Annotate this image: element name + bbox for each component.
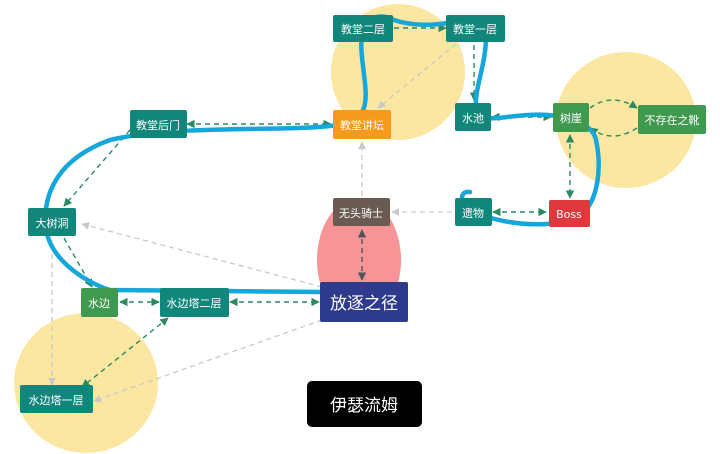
- node-pool[interactable]: 水池: [455, 103, 491, 131]
- edge-church1-to-pulpit: [377, 43, 457, 109]
- node-church-backdoor[interactable]: 教堂后门: [130, 110, 187, 138]
- edge-backdoor-cave: [63, 129, 131, 207]
- node-label: 教堂二层: [341, 23, 385, 36]
- node-label: 水边塔二层: [167, 297, 222, 310]
- node-church-1f[interactable]: 教堂一层: [446, 15, 505, 42]
- zone-treecliff: [556, 52, 696, 188]
- node-watertower-2f[interactable]: 水边塔二层: [160, 288, 229, 317]
- node-waterside[interactable]: 水边: [81, 288, 118, 317]
- node-label: 大树洞: [36, 216, 69, 230]
- zone-watertower: [14, 313, 158, 453]
- node-treecliff[interactable]: 树崖: [553, 103, 589, 132]
- node-label: 教堂后门: [136, 118, 180, 132]
- node-label: 无头骑士: [339, 207, 383, 220]
- node-label: 教堂讲坛: [340, 118, 384, 132]
- node-watertower-1f[interactable]: 水边塔一层: [20, 385, 93, 413]
- node-label: 放逐之径: [330, 294, 398, 314]
- edge-path-to-cave: [81, 222, 323, 288]
- node-label: 不存在之靴: [645, 113, 700, 127]
- edge-treecliff-boots: [589, 99, 638, 109]
- node-nonexistent-boots[interactable]: 不存在之靴: [638, 105, 706, 134]
- node-label: 树崖: [560, 111, 582, 125]
- node-church-pulpit[interactable]: 教堂讲坛: [333, 110, 391, 139]
- node-great-tree-cave[interactable]: 大树洞: [28, 208, 76, 236]
- map-title: 伊瑟流姆: [330, 396, 398, 416]
- map-title-banner: 伊瑟流姆: [307, 381, 422, 427]
- node-label: 遗物: [462, 206, 484, 220]
- nodes: 教堂二层 教堂一层 教堂后门 教堂讲坛 水池 树崖 不存在之靴 大树洞: [20, 15, 706, 413]
- node-church-2f[interactable]: 教堂二层: [333, 15, 393, 42]
- node-exile-path[interactable]: 放逐之径: [320, 282, 408, 322]
- node-label: 水边塔一层: [29, 394, 84, 407]
- node-label: 教堂一层: [453, 23, 497, 36]
- node-label: Boss: [556, 208, 582, 221]
- node-relic[interactable]: 遗物: [455, 198, 492, 226]
- node-label: 水池: [462, 112, 484, 125]
- node-headless-knight[interactable]: 无头骑士: [333, 198, 390, 226]
- node-boss[interactable]: Boss: [549, 200, 590, 227]
- route-line: [43, 14, 601, 295]
- node-label: 水边: [88, 297, 110, 310]
- edge-tower2-tower1: [81, 317, 169, 388]
